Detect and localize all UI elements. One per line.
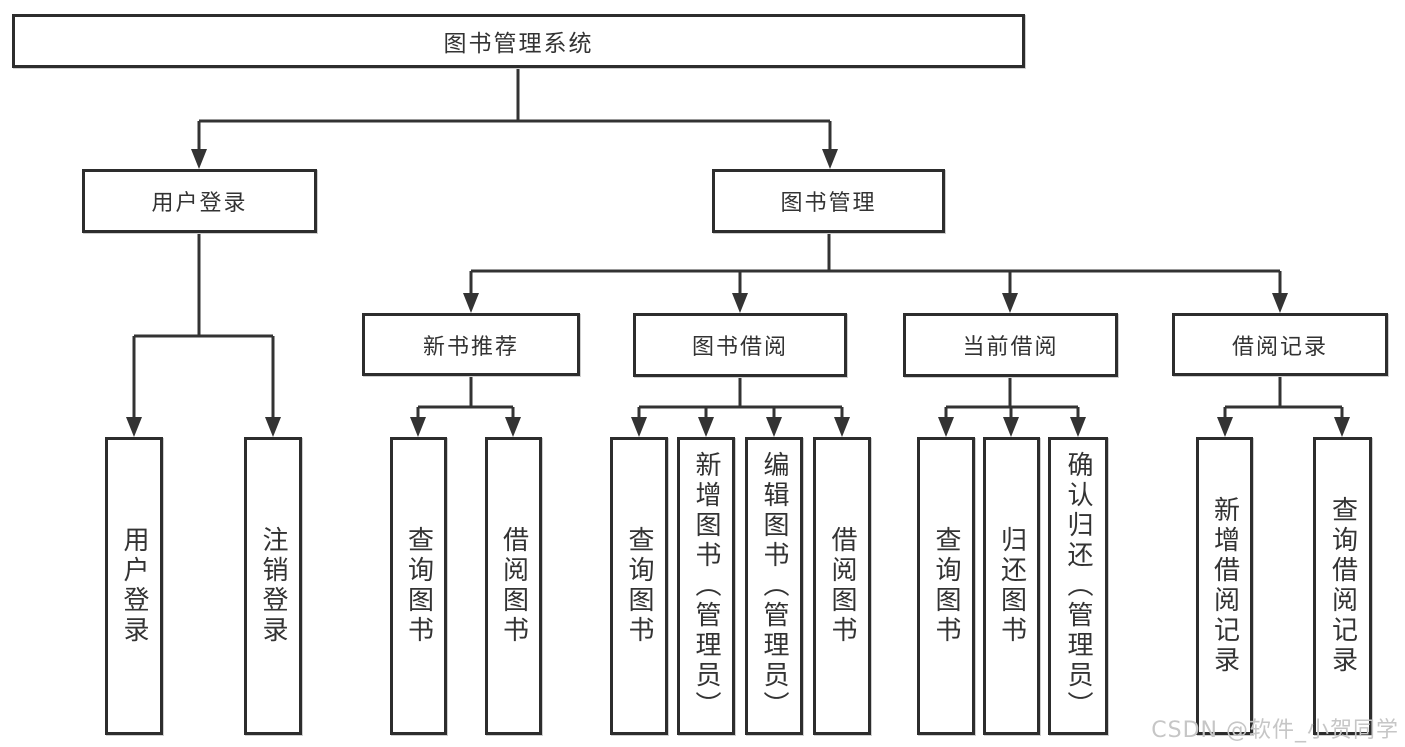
leaf-query-book-recommend: 查询图书: [390, 437, 447, 735]
node-label: 新增图书（管理员）: [691, 451, 721, 721]
node-label: 查询图书: [931, 526, 961, 646]
leaf-logout: 注销登录: [244, 437, 302, 735]
node-label: 借阅图书: [498, 526, 529, 646]
node-label: 查询图书: [624, 526, 654, 646]
node-label: 新增借阅记录: [1209, 496, 1240, 676]
node-new-book-recommendation: 新书推荐: [362, 313, 580, 376]
leaf-add-book-admin: 新增图书（管理员）: [677, 437, 735, 735]
node-borrowing-records: 借阅记录: [1172, 313, 1388, 376]
leaf-query-book-current: 查询图书: [917, 437, 975, 735]
node-label: 查询借阅记录: [1327, 496, 1358, 676]
node-label: 图书管理系统: [443, 31, 594, 57]
leaf-add-borrow-record: 新增借阅记录: [1196, 437, 1253, 735]
leaf-return-book: 归还图书: [983, 437, 1040, 735]
leaf-query-borrow-record: 查询借阅记录: [1313, 437, 1372, 735]
node-label: 归还图书: [996, 526, 1027, 646]
node-book-borrowing: 图书借阅: [633, 313, 847, 377]
node-label: 当前借阅: [962, 335, 1059, 360]
node-label: 注销登录: [258, 526, 288, 646]
leaf-query-book-borrow: 查询图书: [610, 437, 668, 735]
csdn-watermark: CSDN @软件_小贺同学: [1151, 718, 1399, 743]
node-user-login: 用户登录: [82, 169, 317, 233]
node-label: 图书借阅: [691, 335, 788, 360]
leaf-borrow-book-recommend: 借阅图书: [485, 437, 542, 735]
node-label: 用户登录: [119, 526, 149, 646]
node-label: 确认归还（管理员）: [1063, 451, 1093, 721]
leaf-edit-book-admin: 编辑图书（管理员）: [745, 437, 803, 735]
node-label: 图书管理: [780, 191, 877, 216]
node-label: 编辑图书（管理员）: [759, 451, 789, 721]
leaf-user-login: 用户登录: [105, 437, 163, 735]
node-label: 新书推荐: [422, 334, 519, 360]
node-label: 查询图书: [403, 526, 434, 646]
node-library-management-system: 图书管理系统: [12, 14, 1025, 68]
node-label: 用户登录: [151, 191, 248, 216]
arrowheads: [126, 149, 1350, 437]
leaf-borrow-book: 借阅图书: [813, 437, 871, 735]
node-label: 借阅图书: [827, 526, 857, 646]
node-label: 借阅记录: [1231, 334, 1328, 360]
node-book-management: 图书管理: [712, 169, 945, 233]
node-current-borrowing: 当前借阅: [903, 313, 1118, 377]
leaf-confirm-return-admin: 确认归还（管理员）: [1048, 437, 1108, 735]
